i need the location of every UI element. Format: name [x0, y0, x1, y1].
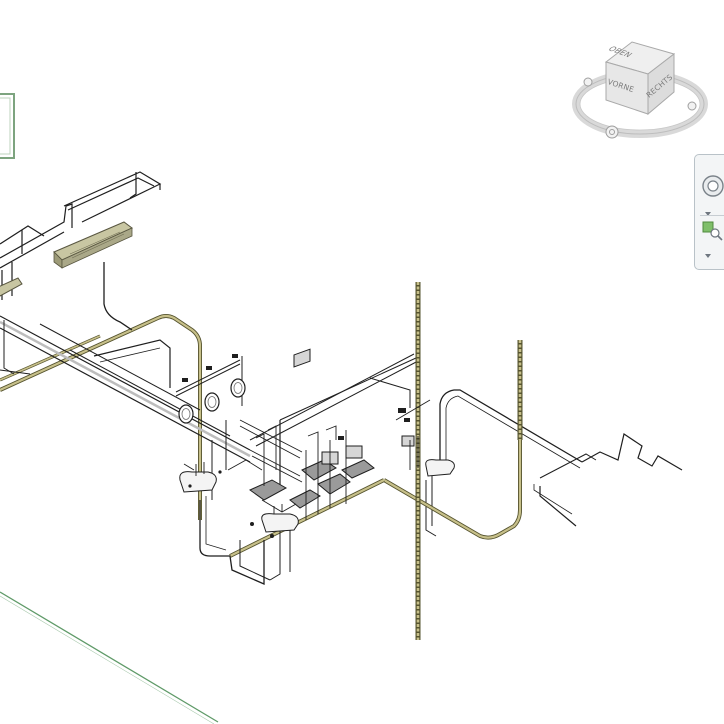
compass-handle-left[interactable] — [583, 77, 593, 87]
navigation-bar[interactable] — [694, 154, 724, 270]
viewcube[interactable]: OBEN VORNE RECHTS — [572, 36, 708, 144]
steering-wheel-dropdown[interactable] — [704, 203, 712, 216]
sanitary-fixtures — [179, 348, 455, 538]
zoom-region-button[interactable] — [699, 219, 724, 241]
zoom-region-icon — [702, 221, 723, 241]
compass-handle-right[interactable] — [687, 101, 697, 111]
compass-handle-bottom[interactable] — [605, 125, 619, 139]
gauge-valves — [175, 354, 410, 440]
steering-wheel-button[interactable] — [699, 173, 724, 199]
overhead-pipe-rack — [0, 171, 162, 300]
cable-tray — [0, 221, 133, 297]
main-pipe-runs — [0, 262, 683, 585]
chevron-down-icon — [705, 254, 711, 258]
floor-boundary — [0, 93, 219, 724]
chevron-down-icon — [705, 212, 711, 216]
cube-right-face[interactable] — [647, 52, 675, 116]
zoom-dropdown[interactable] — [704, 245, 712, 258]
steering-wheel-icon — [702, 175, 724, 197]
nav-divider — [700, 215, 724, 216]
